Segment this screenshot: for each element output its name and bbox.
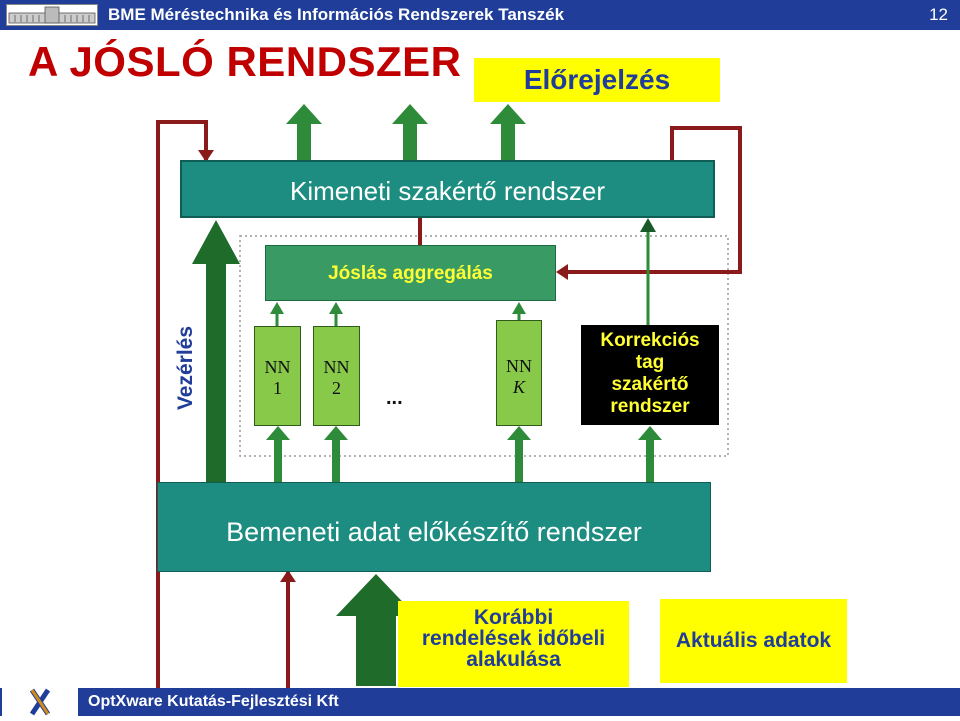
correction-line-1: Korrekciós xyxy=(600,330,700,351)
group-dotted-frame xyxy=(239,235,729,457)
nnk-input-arrow xyxy=(507,426,531,482)
correction-line-3: szakértő xyxy=(611,374,689,395)
nn-ellipsis: ... xyxy=(386,387,403,409)
past-orders-line-2: rendelések időbeli xyxy=(421,627,606,650)
forecast-aggregation: Jóslás aggregálás xyxy=(265,245,556,301)
university-logo xyxy=(6,4,98,26)
forecast-label: Előrejelzés xyxy=(474,58,720,102)
output-expert-system: Kimeneti szakértő rendszer xyxy=(180,160,715,218)
header-bar xyxy=(0,0,960,30)
correction-line-2: tag xyxy=(635,352,665,373)
nn1-input-arrow xyxy=(266,426,290,482)
nn-k-label: NN xyxy=(506,356,532,376)
nn2-input-arrow xyxy=(324,426,348,482)
department-title: BME Méréstechnika és Információs Rendsze… xyxy=(108,5,565,24)
correction-line-4: rendszer xyxy=(610,396,690,417)
left-feedback-arrowhead xyxy=(280,570,296,582)
footer-bar xyxy=(0,688,960,716)
past-orders-line-3: alakulása xyxy=(466,648,561,671)
left-feedback-line xyxy=(156,120,290,702)
right-feedback-line xyxy=(566,126,742,274)
correction-input-arrow xyxy=(638,426,662,482)
right-feedback-arrowhead xyxy=(556,264,568,280)
control-label: Vezérlés xyxy=(174,325,197,411)
nn-k-box: NN K xyxy=(496,320,542,426)
control-arrow xyxy=(192,220,240,482)
company-name: OptXware Kutatás-Fejlesztési Kft xyxy=(88,693,339,710)
slide-title: A JÓSLÓ RENDSZER xyxy=(28,38,462,85)
nn-2-box: NN 2 xyxy=(313,326,360,426)
past-orders-arrow xyxy=(336,574,416,686)
current-data-box: Aktuális adatok xyxy=(660,599,847,683)
nn-1-label: NN xyxy=(264,357,291,377)
nn-2-index: 2 xyxy=(332,378,341,398)
output-arrow-2 xyxy=(392,104,428,160)
nn-1-index: 1 xyxy=(273,378,282,398)
correction-expert-system: Korrekciós tag szakértő rendszer xyxy=(581,325,719,425)
past-orders-line-1: Korábbi xyxy=(473,606,554,629)
nn-k-index: K xyxy=(512,377,525,397)
left-output-arrowhead xyxy=(198,150,214,162)
nn-2-label: NN xyxy=(323,357,350,377)
slide-number: 12 xyxy=(929,5,948,24)
nn-1-box: NN 1 xyxy=(254,326,301,426)
correction-output-arrowhead xyxy=(640,218,656,232)
output-arrow-3 xyxy=(490,104,526,160)
company-logo xyxy=(2,688,78,716)
output-arrow-1 xyxy=(286,104,322,160)
input-preprocessor-system: Bemeneti adat előkészítő rendszer xyxy=(157,482,711,572)
past-orders-box: Korábbi rendelések időbeli alakulása xyxy=(398,601,629,687)
